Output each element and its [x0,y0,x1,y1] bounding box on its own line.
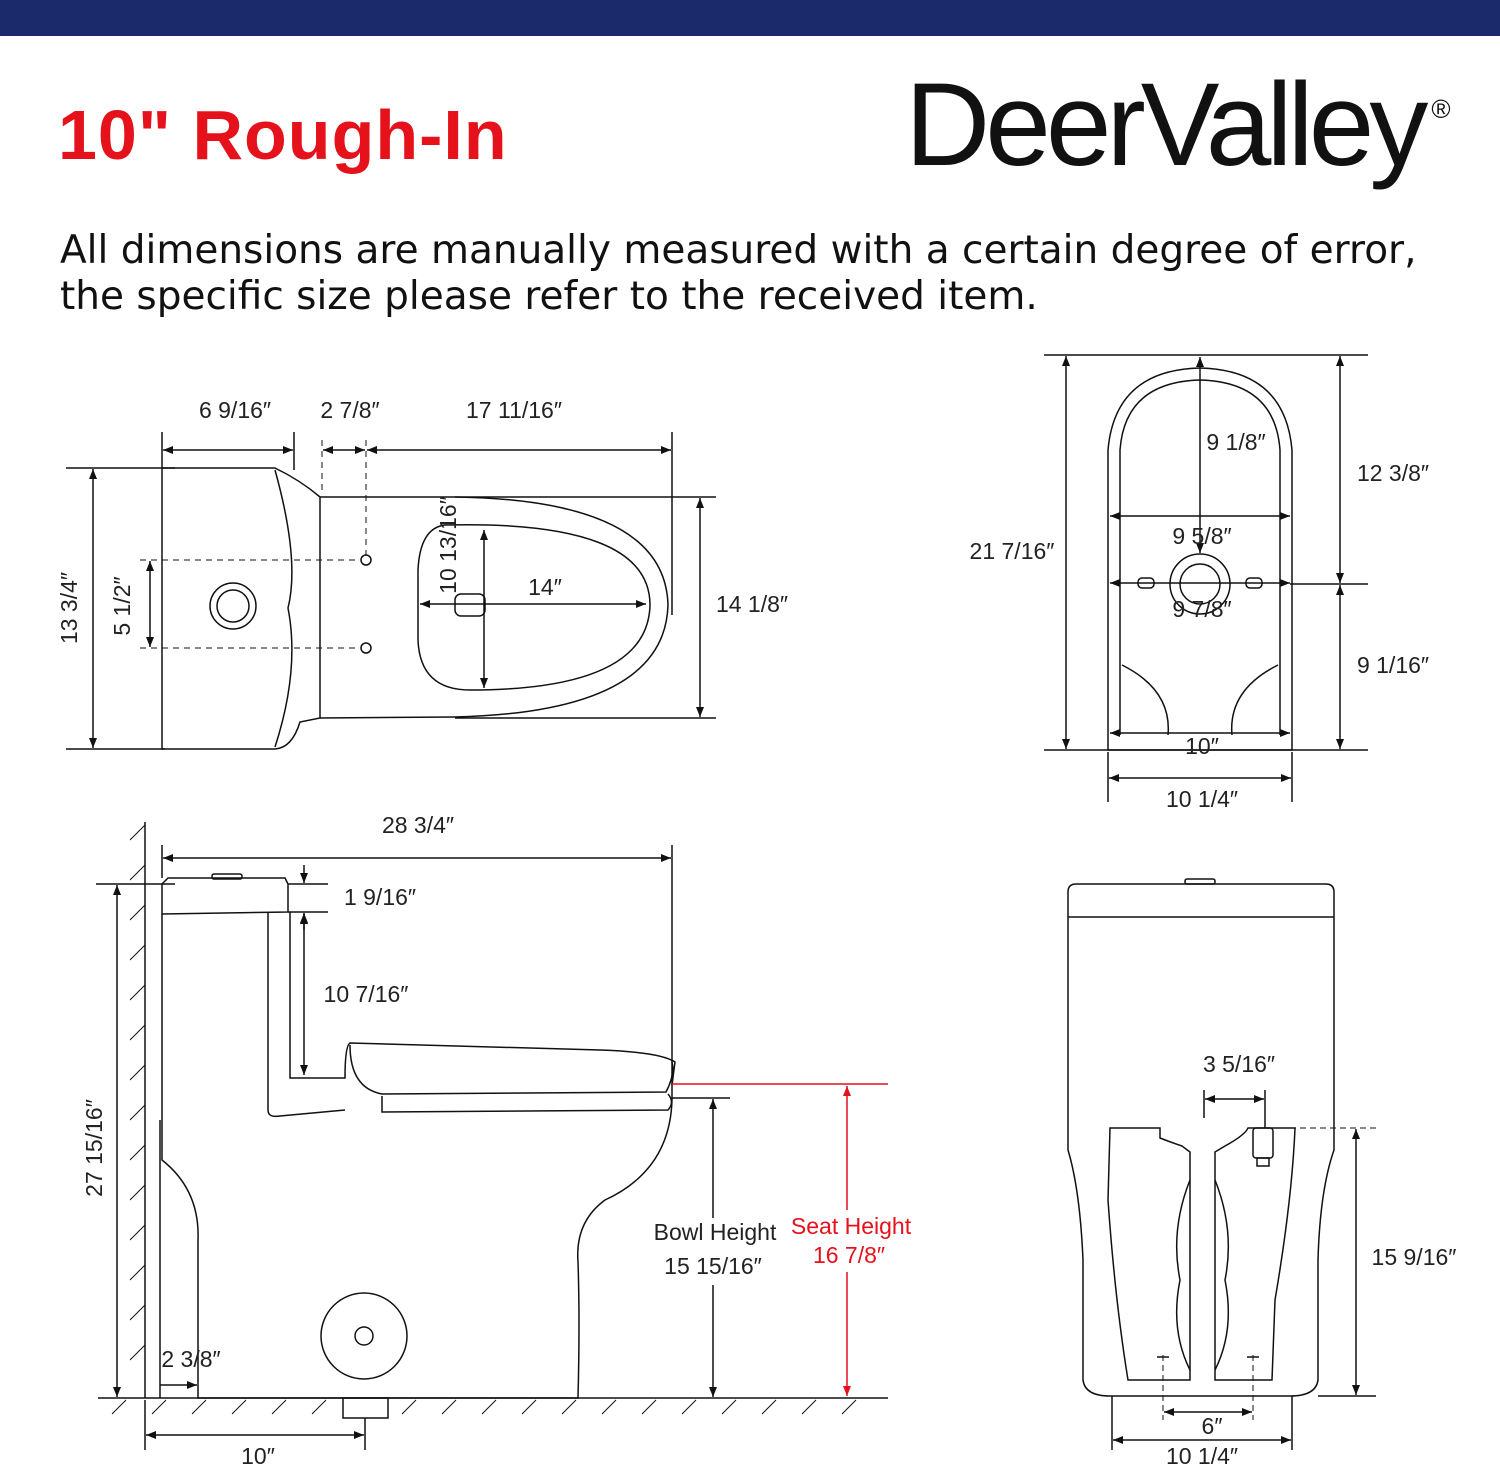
label-supply-offset: 3 5/16″ [1203,1051,1275,1077]
page-title: 10" Rough-In [58,96,508,174]
label-base-width: 10 1/4″ [1166,1443,1238,1469]
foot-left [1121,664,1170,736]
foot-right [1230,664,1279,736]
seat-opening [417,523,651,691]
label-bowl-width: 14 1/8″ [716,591,788,617]
trap-outer [320,1292,408,1380]
label-seat-height-title: Seat Height [791,1213,912,1239]
floor-hatch [111,1399,857,1415]
label-tank-to-seat: 10 7/16″ [324,981,409,1007]
tank-outline [161,467,321,750]
supply-valve-base [1256,1157,1270,1167]
label-rough-in: 10″ [241,1443,275,1469]
tank-lid [161,877,289,915]
bottom-view [1044,354,1368,802]
rear-body [1067,917,1335,1397]
label-tank-depth: 6 9/16″ [199,397,271,423]
label-top-to-center: 12 3/8″ [1357,460,1429,486]
trap-inner [354,1326,374,1346]
rear-lid [1067,883,1335,917]
rear-view [1067,878,1376,1450]
label-wall-gap: 2 3/8″ [161,1346,220,1372]
seat-ring [381,1093,673,1113]
label-opening-length: 14″ [528,574,562,600]
bolt-hole-top [360,554,372,566]
registered-mark: ® [1431,94,1451,124]
disclaimer-text: All dimensions are manually measured wit… [60,228,1417,319]
label-overall-width: 13 3/4″ [56,572,82,644]
label-inner-width: 9 5/8″ [1172,523,1231,549]
brand-name: DeerValley [905,59,1428,191]
label-bowl-depth: 17 11/16″ [466,397,562,423]
seat-height-marker [672,1083,888,1396]
drain-square [454,593,486,617]
body-back [267,912,346,1118]
label-center-to-rear: 9 1/16″ [1357,652,1429,678]
label-bowl-height: 15 15/16″ [664,1253,762,1279]
flush-button-inner [216,589,250,623]
label-bolt-spacing: 6″ [1202,1413,1223,1439]
supply-valve [1252,1127,1274,1159]
wall-hatch [129,824,146,1361]
outlet-flange [342,1397,389,1419]
label-bolt-spacing: 5 1/2″ [109,576,135,635]
label-bolt-width: 9 7/8″ [1172,596,1231,622]
label-bowl-height-title: Bowl Height [654,1219,777,1245]
body-outline [161,912,676,1399]
label-seat-height: 16 7/8″ [813,1242,885,1268]
rear-view-labels: 3 5/16″ 15 9/16″ 6″ 10 1/4″ [1166,1051,1456,1469]
brand-logo: DeerValley® [905,66,1451,184]
bottom-view-labels: 21 7/16″ 9 1/8″ 12 3/8″ 9 5/8″ 9 7/8″ 9 … [970,429,1429,812]
rear-trapway [1175,1179,1230,1371]
label-overall-length: 21 7/16″ [970,538,1055,564]
label-overall-length: 28 3/4″ [382,812,454,838]
label-rear-outer: 10 1/4″ [1166,786,1238,812]
top-view [66,432,716,750]
label-hole-spacing: 2 7/8″ [320,397,379,423]
bolt-hole-bottom [360,642,372,654]
label-supply-height: 15 9/16″ [1372,1244,1457,1270]
label-rear-inner: 10″ [1185,733,1219,759]
bowl-outline [319,496,669,719]
flush-button-outer [209,582,257,630]
side-view [96,822,888,1450]
top-view-labels: 6 9/16″ 2 7/8″ 17 11/16″ 13 3/4″ 5 1/2″ … [56,397,788,644]
label-opening-width: 10 13/16″ [435,496,461,594]
label-front-to-outlet: 9 1/8″ [1206,429,1265,455]
label-lid-height: 1 9/16″ [344,884,416,910]
rear-cavity-right [1214,1127,1296,1381]
flush-button [211,873,243,880]
label-overall-height: 27 15/16″ [81,1099,107,1197]
side-view-labels: 28 3/4″ 27 15/16″ 1 9/16″ 10 7/16″ Bowl … [81,812,912,1469]
header-bar [0,0,1500,36]
tank-curve [274,469,293,748]
rear-flush-button [1184,878,1216,885]
seat-lid [349,1044,674,1095]
rear-cavity-left [1107,1127,1191,1381]
